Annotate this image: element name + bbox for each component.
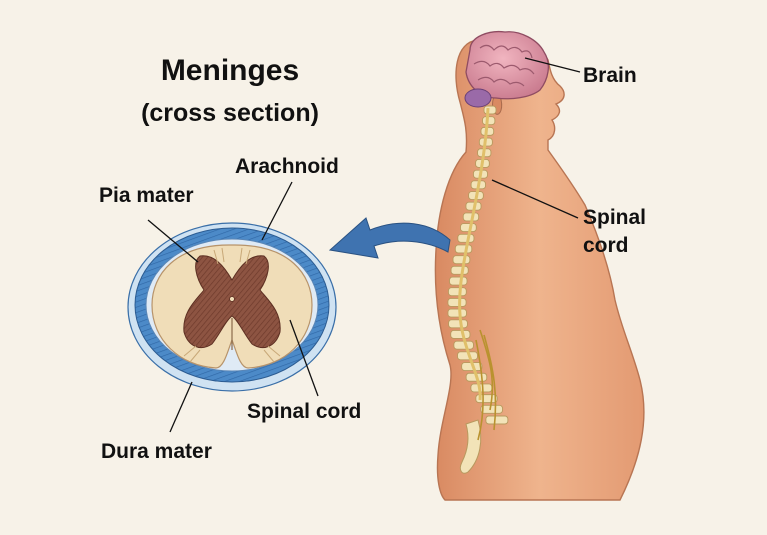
cross-section <box>127 222 337 392</box>
label-arachnoid: Arachnoid <box>235 155 339 178</box>
vertebra <box>447 287 467 297</box>
human-figure <box>434 30 645 501</box>
label-spinal-cord-line2: cord <box>583 234 629 257</box>
diagram-title: Meninges <box>160 54 300 87</box>
dorsal-roots <box>213 247 251 265</box>
curved-arrow <box>328 217 451 259</box>
label-brain: Brain <box>583 64 637 87</box>
central-canal <box>229 296 235 302</box>
vertebra <box>460 223 477 233</box>
label-dura-mater: Dura mater <box>101 440 212 463</box>
vertebra <box>447 297 467 307</box>
spinal-cord-line <box>458 107 490 401</box>
vertebra <box>450 330 471 339</box>
sacrum <box>459 419 482 474</box>
label-spinal-cord-line1: Spinal <box>583 206 647 229</box>
vertebra <box>449 276 468 286</box>
label-spinal-cord-section: Spinal cord <box>247 400 362 423</box>
vertebra <box>454 244 473 254</box>
label-pia-mater: Pia mater <box>99 184 194 207</box>
vertebra <box>457 233 475 243</box>
leader-pia-mater <box>147 219 199 263</box>
brain-illustration <box>464 30 550 108</box>
leader-brain <box>524 57 581 73</box>
leader-arachnoid <box>261 181 293 241</box>
vertebra <box>485 415 509 425</box>
vertebra <box>450 265 469 275</box>
vertebra <box>480 404 503 414</box>
cauda-equina <box>475 329 497 441</box>
vertebra <box>483 105 497 115</box>
leader-spinal-cord <box>491 179 579 219</box>
ventral-roots <box>183 345 281 363</box>
vertebra <box>452 255 471 265</box>
leader-spinal-cord-section <box>289 319 319 397</box>
diagram-subtitle: (cross section) <box>141 99 319 127</box>
leader-lines <box>147 57 581 433</box>
vertebra <box>470 383 493 393</box>
leader-dura-mater <box>169 381 193 433</box>
vertebra <box>447 308 467 318</box>
vertebra <box>448 319 468 329</box>
